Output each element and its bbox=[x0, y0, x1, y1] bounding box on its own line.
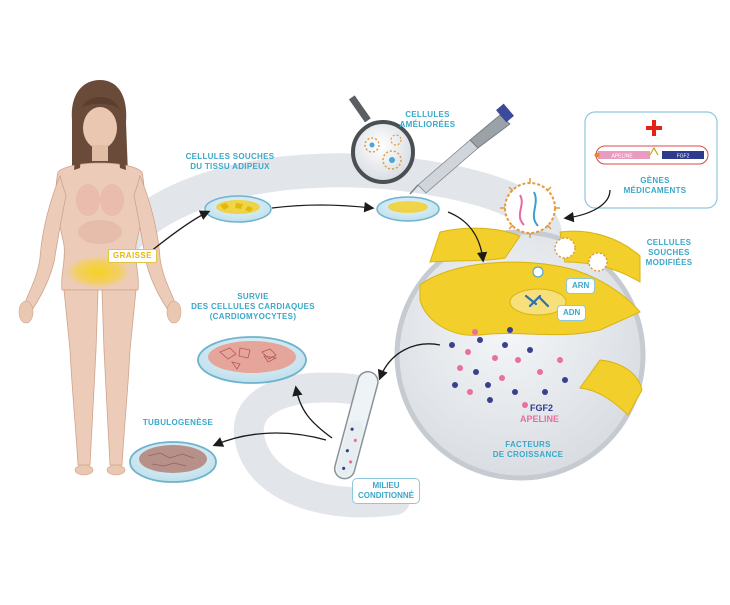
cardiac-survival-label-line1: SURVIE bbox=[237, 292, 269, 301]
drug-genes-label-line2: MÉDICAMENTS bbox=[623, 186, 687, 195]
plasmid-gene-fgf2 bbox=[662, 151, 704, 159]
growth-factors-label-line1: FACTEURS bbox=[505, 440, 551, 449]
plasmid-gene-apeline bbox=[598, 151, 650, 159]
adipose-stem-cells-label: CELLULES SOUCHES DU TISSU ADIPEUX bbox=[175, 152, 285, 172]
magnifying-glass bbox=[348, 95, 415, 184]
plasmid-label-fgf2: FGF2 bbox=[677, 154, 690, 160]
modified-stem-cells-label-line1: CELLULES bbox=[646, 238, 692, 247]
apeline-legend: APELINE bbox=[520, 414, 560, 424]
flow-arrows bbox=[149, 189, 611, 447]
rna-label: ARN bbox=[566, 278, 596, 294]
modified-stem-cells-label-line2: SOUCHES bbox=[648, 248, 690, 257]
growth-factor-dots bbox=[449, 327, 568, 408]
plasmid-label-apeline: APELINE bbox=[611, 154, 633, 160]
cardiac-survival-label: SURVIE DES CELLULES CARDIAQUES (CARDIOMY… bbox=[188, 292, 318, 322]
adipose-stem-cells-label-line1: CELLULES SOUCHES bbox=[185, 152, 275, 161]
tubulogenesis-dish bbox=[129, 441, 217, 483]
drug-genes-box: APELINE FGF2 bbox=[584, 111, 718, 209]
improved-cells-label-line1: CELLULES bbox=[405, 110, 450, 119]
cardiac-survival-label-line3: (CARDIOMYOCYTES) bbox=[209, 312, 297, 321]
conditioned-medium-label-line2: CONDITIONNÉ bbox=[358, 491, 414, 500]
modified-stem-cells-label-line3: MODIFIÉES bbox=[645, 258, 693, 267]
test-tube bbox=[333, 370, 379, 480]
cardiac-survival-label-line2: DES CELLULES CARDIAQUES bbox=[191, 302, 315, 311]
pipette bbox=[409, 103, 514, 195]
dna-label: ADN bbox=[557, 305, 587, 321]
modified-cell-closeup bbox=[394, 178, 646, 481]
human-figure bbox=[18, 80, 182, 476]
tubulogenesis-label: TUBULOGENÈSE bbox=[142, 418, 214, 427]
improved-cells-label: CELLULES AMÉLIORÉES bbox=[390, 110, 465, 130]
growth-factors-label: FACTEURS DE CROISSANCE bbox=[488, 440, 568, 460]
improved-cells-label-line2: AMÉLIORÉES bbox=[399, 120, 456, 129]
drug-genes-label-line1: GÈNES bbox=[640, 176, 670, 185]
growth-factors-label-line2: DE CROISSANCE bbox=[492, 450, 564, 459]
adipose-stem-cell-dish bbox=[204, 195, 272, 223]
conditioned-medium-label-line1: MILIEU bbox=[372, 481, 400, 490]
adipose-stem-cells-label-line2: DU TISSU ADIPEUX bbox=[190, 162, 270, 171]
fgf2-legend: FGF2 bbox=[530, 403, 554, 413]
fat-label: GRAISSE bbox=[108, 249, 157, 263]
conditioned-medium-label: MILIEU CONDITIONNÉ bbox=[352, 478, 420, 504]
drug-genes-label: GÈNES MÉDICAMENTS bbox=[615, 176, 695, 196]
improved-cells-dish bbox=[376, 196, 440, 222]
cardiomyocyte-dish bbox=[197, 336, 307, 384]
modified-stem-cells-label: CELLULES SOUCHES MODIFIÉES bbox=[635, 238, 703, 268]
